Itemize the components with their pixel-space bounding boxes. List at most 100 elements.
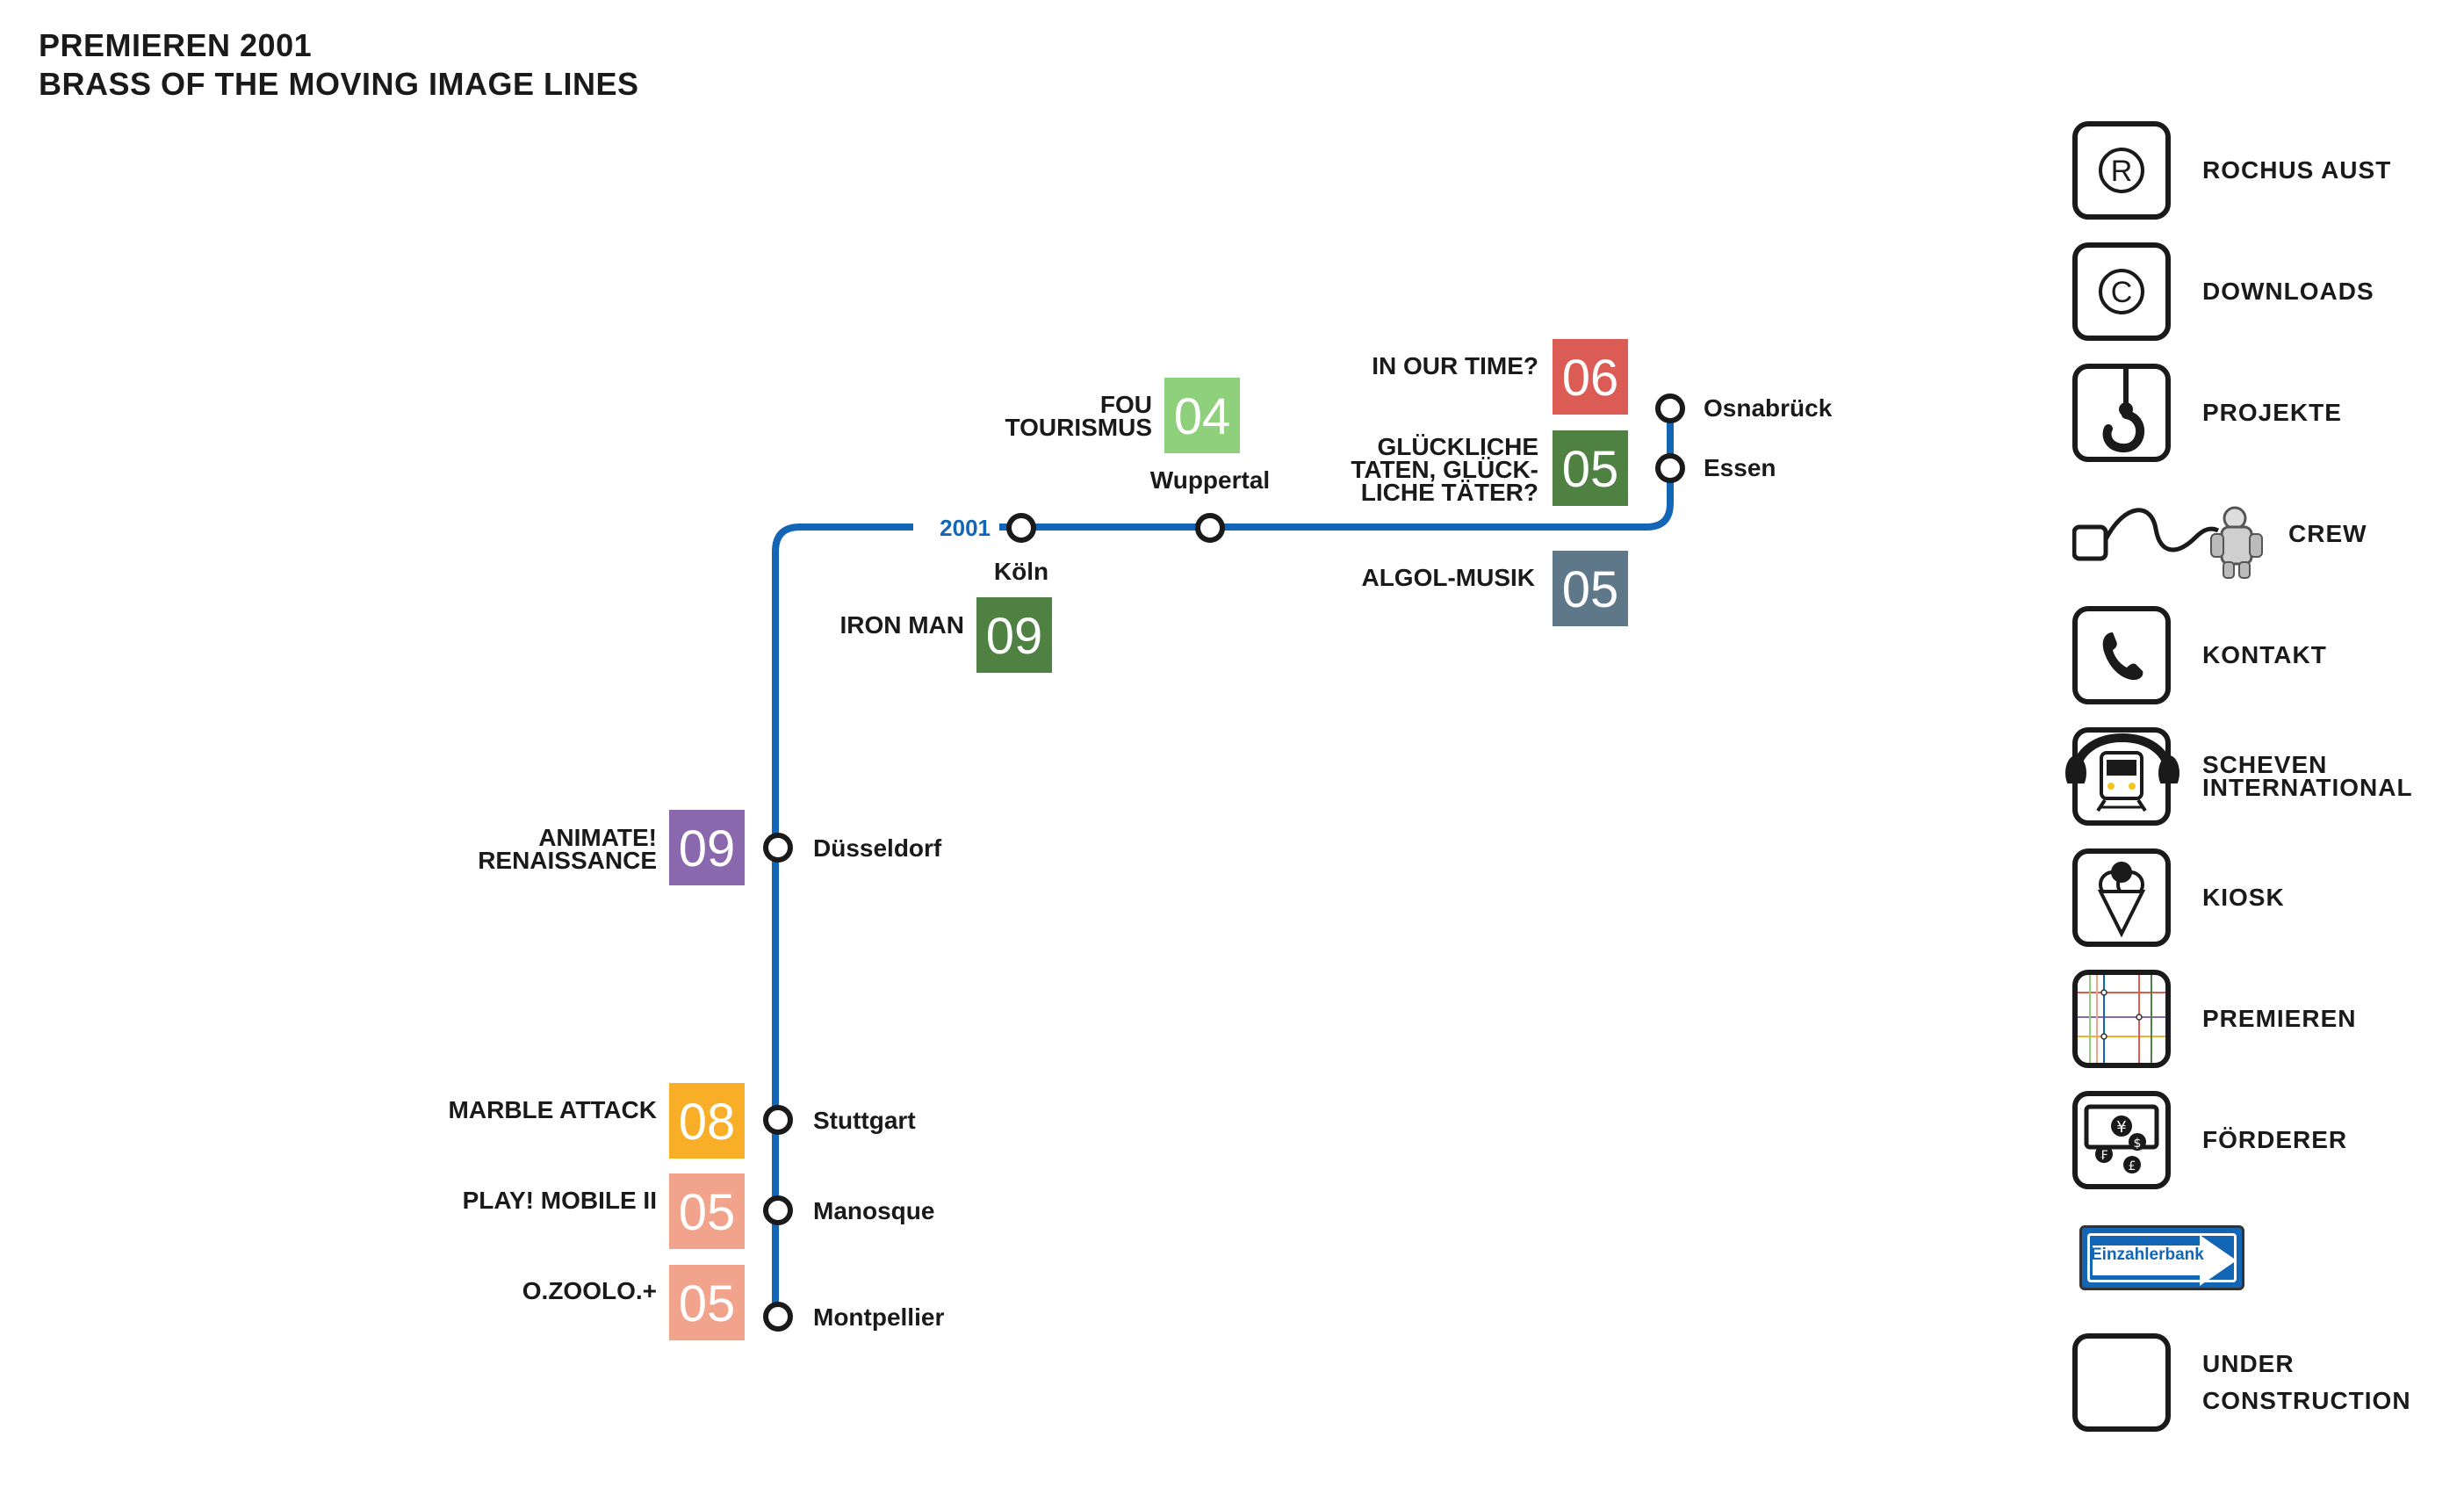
menu-label: UNDER CONSTRUCTION bbox=[2202, 1350, 2411, 1414]
film-title: IN OUR TIME? bbox=[1372, 352, 1538, 379]
menu-einzahlerbank[interactable]: Einzahlerbank bbox=[2079, 1225, 2244, 1290]
station-label: Osnabrück bbox=[1704, 394, 1833, 422]
title-line-2: BRASS OF THE MOVING IMAGE LINES bbox=[39, 66, 639, 102]
title-line-1: PREMIEREN 2001 bbox=[39, 27, 313, 63]
film-glueckliche-taten[interactable]: 05 GLÜCKLICHE TATEN, GLÜCK- LICHE TÄTER? bbox=[1351, 430, 1628, 506]
film-animate-renaissance[interactable]: 09 ANIMATE! RENAISSANCE bbox=[478, 810, 745, 885]
svg-text:¥: ¥ bbox=[2116, 1118, 2126, 1137]
film-badge bbox=[669, 810, 745, 885]
film-fou-tourismus[interactable]: 04 FOU TOURISMUS bbox=[1005, 378, 1241, 453]
menu-rochus-aust[interactable]: R ROCHUS AUST bbox=[2072, 121, 2441, 227]
film-number: 09 bbox=[986, 608, 1043, 665]
menu-kiosk[interactable]: KIOSK bbox=[2072, 848, 2441, 954]
film-badge bbox=[1553, 339, 1628, 415]
ice-cream-icon bbox=[2072, 848, 2171, 947]
film-title-line: TATEN, GLÜCK- bbox=[1351, 456, 1538, 483]
film-badge bbox=[1553, 430, 1628, 506]
registered-icon: R bbox=[2072, 121, 2171, 220]
film-badge bbox=[976, 597, 1052, 673]
film-number: 05 bbox=[679, 1184, 736, 1241]
film-title-line: RENAISSANCE bbox=[478, 847, 657, 874]
menu-label: KONTAKT bbox=[2202, 641, 2327, 668]
svg-text:C: C bbox=[2111, 276, 2133, 309]
station-label: Wuppertal bbox=[1150, 466, 1270, 494]
phone-icon bbox=[2072, 606, 2171, 704]
svg-text:₣: ₣ bbox=[2100, 1149, 2108, 1163]
station-montpellier[interactable]: Montpellier bbox=[763, 1302, 944, 1332]
film-badge bbox=[669, 1265, 745, 1340]
station-stuttgart[interactable]: Stuttgart bbox=[763, 1105, 916, 1135]
headphones-icon bbox=[2065, 733, 2179, 783]
station-label: Essen bbox=[1704, 454, 1776, 481]
film-badge bbox=[1553, 551, 1628, 626]
station-wuppertal[interactable]: Wuppertal bbox=[1150, 466, 1270, 543]
film-badge bbox=[669, 1173, 745, 1249]
arrow-icon bbox=[2093, 1235, 2237, 1286]
menu-premieren[interactable]: PREMIEREN bbox=[2072, 970, 2441, 1075]
film-badge bbox=[1164, 378, 1240, 453]
film-title-line: FOU bbox=[1100, 391, 1152, 418]
station-duesseldorf[interactable]: Düsseldorf bbox=[763, 833, 942, 863]
astronaut-icon bbox=[2072, 506, 2263, 579]
film-number: 09 bbox=[679, 820, 736, 877]
film-title: O.ZOOLO.+ bbox=[522, 1277, 657, 1304]
film-number: 08 bbox=[679, 1094, 736, 1151]
copyright-icon: C bbox=[2072, 242, 2171, 341]
film-title: ALGOL-MUSIK bbox=[1361, 564, 1535, 591]
menu-label: ROCHUS AUST bbox=[2202, 156, 2392, 184]
film-ozoolo[interactable]: 05 O.ZOOLO.+ bbox=[522, 1265, 745, 1340]
film-title-line: LICHE TÄTER? bbox=[1361, 479, 1538, 506]
svg-text:$: $ bbox=[2134, 1137, 2142, 1151]
menu-label: FÖRDERER bbox=[2202, 1126, 2348, 1153]
station-label: Manosque bbox=[813, 1197, 934, 1224]
station-koeln[interactable]: Köln bbox=[994, 513, 1048, 585]
film-number: 05 bbox=[1562, 441, 1619, 498]
menu-label: CREW bbox=[2288, 520, 2367, 547]
film-title: MARBLE ATTACK bbox=[449, 1096, 657, 1123]
menu-crew[interactable]: CREW bbox=[2072, 485, 2441, 590]
station-osnabrueck[interactable]: Osnabrück bbox=[1655, 393, 1833, 423]
sign-label: Einzahlerbank bbox=[2091, 1245, 2204, 1264]
film-number: 04 bbox=[1174, 388, 1231, 445]
page-title: PREMIEREN 2001 BRASS OF THE MOVING IMAGE… bbox=[39, 26, 639, 104]
film-number: 05 bbox=[1562, 561, 1619, 618]
empty-box-icon bbox=[2072, 1333, 2171, 1432]
station-essen[interactable]: Essen bbox=[1655, 453, 1776, 483]
svg-text:R: R bbox=[2111, 155, 2133, 188]
menu-label: KIOSK bbox=[2202, 884, 2285, 911]
station-label: Montpellier bbox=[813, 1303, 944, 1331]
year-label: 2001 bbox=[940, 515, 991, 541]
film-number: 06 bbox=[1562, 350, 1619, 407]
menu-downloads[interactable]: C DOWNLOADS bbox=[2072, 242, 2441, 348]
menu-label: DOWNLOADS bbox=[2202, 278, 2374, 305]
station-manosque[interactable]: Manosque bbox=[763, 1195, 934, 1225]
menu-label: SCHEVEN INTERNATIONAL bbox=[2202, 751, 2413, 801]
menu-label: PROJEKTE bbox=[2202, 399, 2342, 426]
one-way-sign-icon bbox=[2087, 1233, 2237, 1282]
menu-scheven-international[interactable]: SCHEVEN INTERNATIONAL bbox=[2065, 727, 2441, 833]
film-title-line: GLÜCKLICHE bbox=[1377, 433, 1538, 460]
hook-icon bbox=[2072, 364, 2171, 462]
film-in-our-time[interactable]: 06 IN OUR TIME? bbox=[1372, 339, 1628, 415]
year-label-bg bbox=[913, 513, 999, 541]
film-marble-attack[interactable]: 08 MARBLE ATTACK bbox=[449, 1083, 745, 1159]
station-label: Stuttgart bbox=[813, 1107, 916, 1134]
film-title: IRON MAN bbox=[839, 611, 964, 639]
film-badge bbox=[669, 1083, 745, 1159]
menu-foerderer[interactable]: ¥$₣£ FÖRDERER bbox=[2072, 1091, 2441, 1196]
menu-label: PREMIEREN bbox=[2202, 1005, 2357, 1032]
film-algol-musik[interactable]: 05 ALGOL-MUSIK bbox=[1361, 551, 1628, 626]
menu-kontakt[interactable]: KONTAKT bbox=[2072, 606, 2441, 711]
subway-map-icon bbox=[2072, 970, 2171, 1068]
film-title-line: TOURISMUS bbox=[1005, 414, 1153, 441]
film-title-line: ANIMATE! bbox=[538, 824, 657, 851]
station-label: Düsseldorf bbox=[813, 834, 942, 862]
currency-icon: ¥$₣£ bbox=[2072, 1091, 2171, 1189]
menu-under-construction[interactable]: UNDER CONSTRUCTION bbox=[2072, 1333, 2441, 1439]
menu-projekte[interactable]: PROJEKTE bbox=[2072, 364, 2441, 469]
station-label: Köln bbox=[994, 558, 1048, 585]
film-play-mobile[interactable]: 05 PLAY! MOBILE II bbox=[463, 1173, 745, 1249]
film-iron-man[interactable]: 09 IRON MAN bbox=[839, 597, 1052, 673]
film-title: PLAY! MOBILE II bbox=[463, 1187, 657, 1214]
